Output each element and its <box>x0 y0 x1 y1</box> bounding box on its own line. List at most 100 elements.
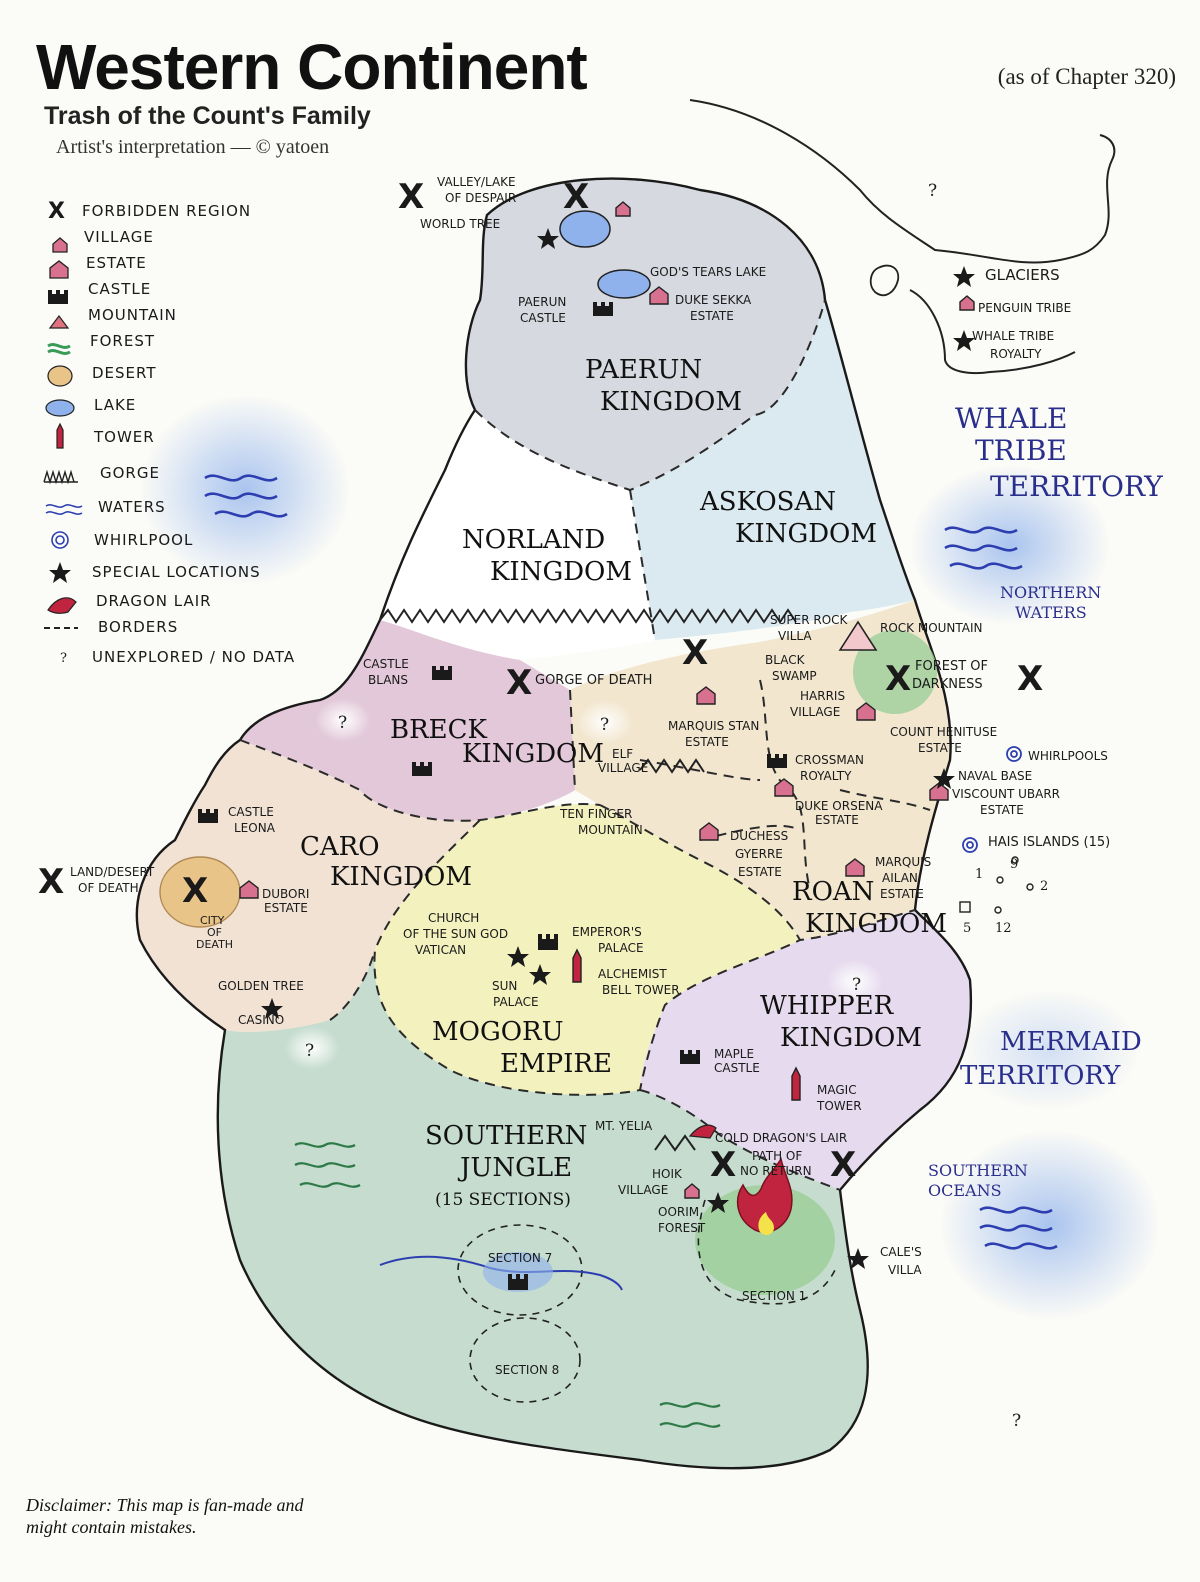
label-church-1: CHURCH <box>428 911 479 925</box>
label-southern-oceans-1: SOUTHERN <box>928 1161 1028 1180</box>
label-section8: SECTION 8 <box>495 1363 559 1377</box>
unexplored-marks: ? ? ? ? ? ? <box>305 181 1021 1431</box>
label-golden-tree-2: CASINO <box>238 1013 284 1027</box>
label-mermaid-2: TERRITORY <box>960 1061 1121 1091</box>
region-mogoru <box>374 803 800 1095</box>
label-mogoru-1: MOGORU <box>432 1017 564 1047</box>
label-rock-mountain: ROCK MOUNTAIN <box>880 621 983 635</box>
label-askosan-1: ASKOSAN <box>699 487 836 517</box>
label-alchemist-2: BELL TOWER <box>602 983 680 997</box>
label-emperor-1: EMPEROR'S <box>572 925 642 939</box>
legend-dragon-lair-icon <box>47 597 77 614</box>
svg-text:X: X <box>38 862 64 902</box>
legend-label-0: FORBIDDEN REGION <box>82 202 251 220</box>
kingdom-borders <box>239 299 931 1191</box>
svg-text:X: X <box>506 663 532 703</box>
svg-text:X: X <box>398 177 424 217</box>
rock-mountain-icon <box>838 620 878 651</box>
gods-tears-lake-icon <box>597 269 651 299</box>
legend-label-5: FOREST <box>90 332 155 350</box>
legend-star-icon <box>49 562 71 583</box>
label-land-death-1: LAND/DESERT <box>70 865 155 879</box>
label-mogoru-2: EMPIRE <box>500 1049 612 1079</box>
label-roan-2: KINGDOM <box>805 909 947 939</box>
legend-label-11: WHIRLPOOL <box>94 531 193 549</box>
island-5: 5 <box>963 921 971 936</box>
forbidden-x-icons: X X X X X X X X X X <box>38 177 1043 1185</box>
island-9: 9 <box>1010 857 1018 872</box>
label-crossman-1: CROSSMAN <box>795 753 864 767</box>
legend-mountain-icon <box>48 315 70 329</box>
legend: X ? FORBIDDEN REGION VILLAGE ESTATE CAST… <box>43 199 295 666</box>
unknown-elf: ? <box>600 715 609 735</box>
unknown-north: ? <box>928 181 937 201</box>
label-whale-royalty-1: WHALE TRIBE <box>972 329 1054 343</box>
legend-tower-icon <box>56 422 64 449</box>
label-penguin: PENGUIN TRIBE <box>978 301 1071 315</box>
label-ailan-1: MARQUIS <box>875 855 931 869</box>
label-whale-territory-1: WHALE <box>955 402 1067 435</box>
section7-lake <box>483 1252 553 1292</box>
svg-text:X: X <box>563 177 589 217</box>
legend-gorge-icon <box>43 469 78 485</box>
ten-finger-ridge <box>639 758 705 774</box>
label-castle-leona-2: LEONA <box>234 821 276 835</box>
label-gyerre-1: DUCHESS <box>730 829 788 843</box>
label-alchemist-1: ALCHEMIST <box>598 967 667 981</box>
legend-unexplored-glow <box>54 646 74 666</box>
hais-islands: 1 9 2 5 12 <box>963 857 1048 936</box>
dragon-lair-fire-icon <box>736 1157 793 1233</box>
label-castle-leona-1: CASTLE <box>228 805 274 819</box>
legend-estate-icon <box>49 260 69 279</box>
lake-of-despair-icon <box>559 210 611 248</box>
label-hais: HAIS ISLANDS (15) <box>988 835 1110 850</box>
label-askosan-2: KINGDOM <box>735 519 877 549</box>
legend-waters-icon <box>45 504 83 515</box>
castle-icons <box>198 302 787 1290</box>
label-section1: SECTION 1 <box>742 1289 806 1303</box>
tower-icons <box>572 948 801 1101</box>
label-gyerre-2: GYERRE <box>735 847 783 861</box>
label-super-rock-1: SUPER ROCK <box>770 613 849 627</box>
label-whale-territory-2: TRIBE <box>975 434 1067 467</box>
label-whipper-1: WHIPPER <box>760 991 895 1021</box>
label-whale-territory-3: TERRITORY <box>990 470 1163 503</box>
label-paerun-castle-1: PAERUN <box>518 295 566 309</box>
svg-text:X: X <box>710 1145 736 1185</box>
village-icons <box>615 201 975 1199</box>
label-world-tree: WORLD TREE <box>420 217 500 231</box>
fog-elf <box>577 700 633 744</box>
label-stan-2: ESTATE <box>685 735 729 749</box>
label-norland-1: NORLAND <box>462 525 605 555</box>
label-mermaid-1: MERMAID <box>1000 1027 1142 1057</box>
label-ubarr-1: VISCOUNT UBARR <box>952 787 1060 801</box>
label-cale-villa-2: VILLA <box>888 1263 922 1277</box>
ocean-waves <box>204 474 1058 1250</box>
western-waters-glow <box>140 395 350 585</box>
label-crossman-2: ROYALTY <box>800 769 852 783</box>
label-harris-1: HARRIS <box>800 689 845 703</box>
label-valley-despair-1: VALLEY/LAKE <box>437 175 516 189</box>
label-orsena-1: DUKE ORSENA <box>795 799 883 813</box>
label-forest-darkness-1: FOREST OF <box>915 659 988 674</box>
continent-outline <box>135 177 973 1470</box>
estate-icons <box>239 286 949 899</box>
fog-whipper <box>827 960 883 1004</box>
jungle-forest-marks <box>294 1142 721 1428</box>
label-hoik-2: VILLAGE <box>618 1183 668 1197</box>
map-title: Western Continent <box>36 31 588 103</box>
region-paerun <box>465 178 825 490</box>
chapter-note: (as of Chapter 320) <box>997 64 1176 89</box>
label-section7: SECTION 7 <box>488 1251 552 1265</box>
legend-village-icon <box>52 237 68 253</box>
label-magic-tower-1: MAGIC <box>817 1083 857 1097</box>
label-henituse-1: COUNT HENITUSE <box>890 725 997 739</box>
label-mt-yelia: MT. YELIA <box>595 1119 653 1133</box>
unknown-breck: ? <box>338 713 347 733</box>
label-city-death-3: DEATH <box>196 938 233 951</box>
label-city-death-2: OF <box>207 926 222 939</box>
label-roan-1: ROAN <box>792 877 874 907</box>
legend-label-15: UNEXPLORED / NO DATA <box>92 648 295 666</box>
legend-lake-icon <box>45 399 75 417</box>
label-caro-1: CARO <box>300 832 380 862</box>
